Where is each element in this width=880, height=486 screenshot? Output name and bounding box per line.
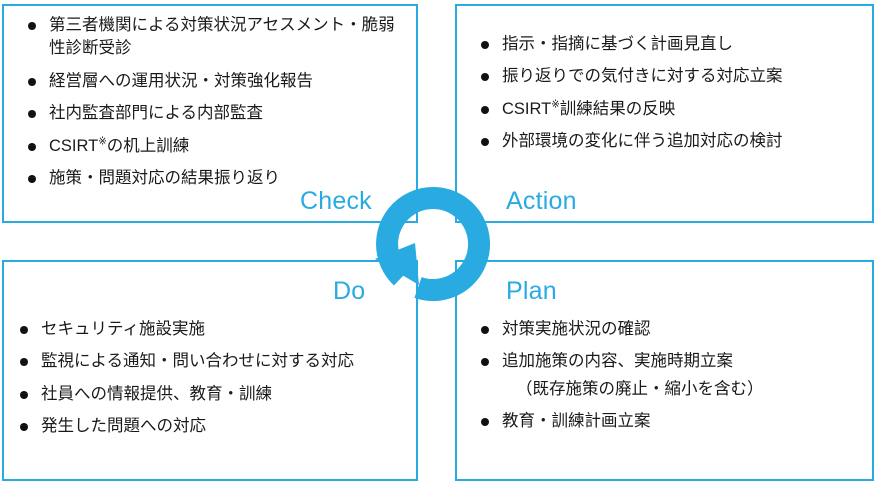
list-item-label: 経営層への運用状況・対策強化報告 xyxy=(49,71,313,90)
list-item: 対策実施状況の確認 xyxy=(479,318,859,341)
phase-label-do: Do xyxy=(333,277,366,305)
list-item-label-pre: CSIRT xyxy=(502,99,552,118)
list-item-label: 発生した問題への対応 xyxy=(41,417,206,436)
list-item-label: 外部環境の変化に伴う追加対応の検討 xyxy=(502,132,783,151)
list-item: セキュリティ施設実施 xyxy=(18,318,388,341)
reference-mark: ※ xyxy=(98,136,107,148)
list-item: 振り返りでの気付きに対する対応立案 xyxy=(479,65,865,88)
phase-label-action: Action xyxy=(506,187,577,215)
phase-label-check: Check xyxy=(300,187,372,215)
bullet-dot-icon xyxy=(20,390,28,399)
list-item: 監視による通知・問い合わせに対する対応 xyxy=(18,350,388,373)
list-item-label-pre: CSIRT xyxy=(49,136,99,155)
list-item: 外部環境の変化に伴う追加対応の検討 xyxy=(479,130,865,153)
check-item-list: 第三者機関による対策状況アセスメント・脆弱性診断受診 経営層への運用状況・対策強… xyxy=(26,14,406,191)
list-item: 教育・訓練計画立案 xyxy=(479,410,859,433)
list-item-label: 振り返りでの気付きに対する対応立案 xyxy=(502,67,783,86)
list-item-label: 社員への情報提供、教育・訓練 xyxy=(41,384,272,403)
quadrant-do xyxy=(2,260,418,481)
list-item-label: 追加施策の内容、実施時期立案 xyxy=(502,352,733,371)
bullet-dot-icon xyxy=(481,41,489,49)
phase-label-plan: Plan xyxy=(506,277,557,305)
list-item-label-post: の机上訓練 xyxy=(106,136,190,155)
list-item: 社員への情報提供、教育・訓練 xyxy=(18,383,388,406)
bullet-dot-icon xyxy=(20,423,28,432)
bullet-dot-icon xyxy=(28,110,36,119)
list-item-label: 監視による通知・問い合わせに対する対応 xyxy=(41,352,355,371)
action-item-list: 指示・指摘に基づく計画見直し 振り返りでの気付きに対する対応立案 CSIRT※訓… xyxy=(479,33,865,154)
quadrant-plan xyxy=(455,260,874,481)
list-item-sublabel: （既存施策の廃止・縮小を含む） xyxy=(516,379,764,398)
list-item: CSIRT※訓練結果の反映 xyxy=(479,98,865,121)
list-item-label-post: 訓練結果の反映 xyxy=(559,99,676,118)
list-item-label: 教育・訓練計画立案 xyxy=(502,412,651,431)
plan-item-list: 対策実施状況の確認 追加施策の内容、実施時期立案 （既存施策の廃止・縮小を含む）… xyxy=(479,318,859,434)
bullet-dot-icon xyxy=(20,326,28,334)
list-item: 指示・指摘に基づく計画見直し xyxy=(479,33,865,56)
do-item-list: セキュリティ施設実施 監視による通知・問い合わせに対する対応 社員への情報提供、… xyxy=(18,318,388,439)
list-item: 追加施策の内容、実施時期立案 （既存施策の廃止・縮小を含む） xyxy=(479,350,859,401)
list-item-label: 社内監査部門による内部監査 xyxy=(49,104,264,123)
bullet-dot-icon xyxy=(481,358,489,367)
bullet-dot-icon xyxy=(28,77,36,86)
list-item: 社内監査部門による内部監査 xyxy=(26,102,406,125)
list-item-label: セキュリティ施設実施 xyxy=(41,320,206,338)
reference-mark: ※ xyxy=(551,99,560,111)
list-item: 経営層への運用状況・対策強化報告 xyxy=(26,70,406,93)
bullet-dot-icon xyxy=(481,73,489,82)
bullet-dot-icon xyxy=(481,138,489,147)
bullet-dot-icon xyxy=(481,105,489,114)
bullet-dot-icon xyxy=(481,326,489,334)
list-item: CSIRT※の机上訓練 xyxy=(26,135,406,158)
list-item: 第三者機関による対策状況アセスメント・脆弱性診断受診 xyxy=(26,14,406,61)
bullet-dot-icon xyxy=(20,358,28,367)
bullet-dot-icon xyxy=(28,22,36,30)
list-item: 施策・問題対応の結果振り返り xyxy=(26,167,406,190)
list-item: 発生した問題への対応 xyxy=(18,415,388,438)
list-item-label: 指示・指摘に基づく計画見直し xyxy=(502,35,733,53)
quadrant-action xyxy=(455,4,874,223)
list-item-label: 対策実施状況の確認 xyxy=(502,320,651,338)
quadrant-check xyxy=(2,4,418,223)
bullet-dot-icon xyxy=(28,142,36,151)
bullet-dot-icon xyxy=(481,418,489,427)
bullet-dot-icon xyxy=(28,175,36,184)
list-item-label: 第三者機関による対策状況アセスメント・脆弱性診断受診 xyxy=(49,16,395,58)
list-item-label: 施策・問題対応の結果振り返り xyxy=(49,169,280,188)
